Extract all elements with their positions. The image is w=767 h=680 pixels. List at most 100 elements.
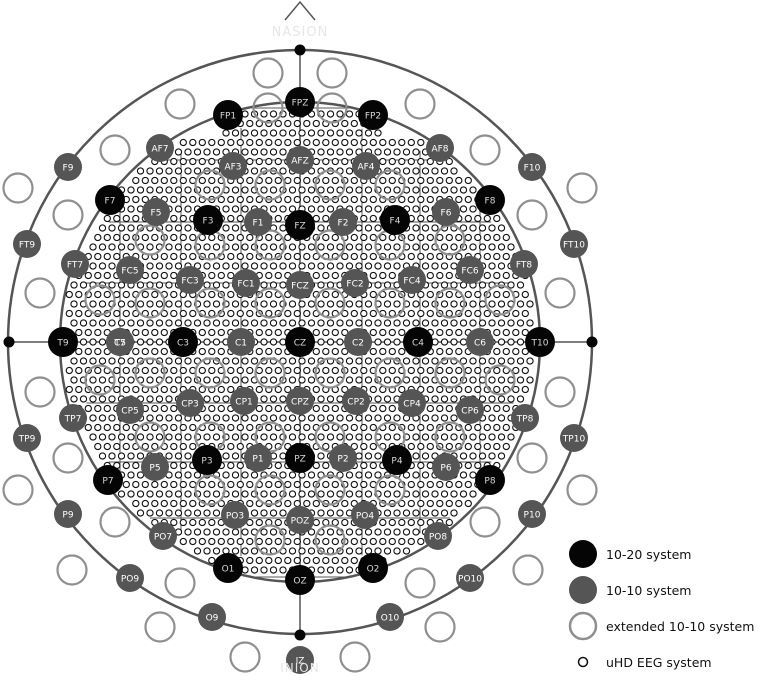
uhd-electrode	[341, 556, 349, 565]
extended-electrode	[424, 611, 456, 643]
uhd-electrode	[165, 243, 173, 251]
uhd-electrode	[412, 243, 420, 251]
uhd-electrode	[426, 385, 434, 394]
uhd-electrode	[398, 499, 406, 508]
uhd-electrode	[483, 442, 491, 451]
uhd-electrode	[122, 442, 130, 451]
uhd-electrode	[198, 347, 206, 356]
standard-electrode-set	[13, 87, 588, 674]
uhd-electrode	[184, 224, 192, 232]
uhd-electrode	[212, 186, 221, 194]
uhd-electrode	[426, 214, 434, 223]
uhd-electrode	[141, 290, 149, 299]
uhd-electrode	[108, 281, 116, 289]
uhd-electrode	[227, 214, 235, 223]
uhd-electrode	[231, 471, 240, 479]
uhd-electrode	[360, 195, 368, 204]
uhd-electrode	[293, 423, 301, 432]
uhd-electrode	[260, 509, 268, 517]
uhd-electrode	[421, 414, 430, 422]
uhd-electrode	[317, 395, 325, 403]
uhd-electrode	[160, 499, 168, 508]
uhd-electrode	[217, 537, 225, 546]
uhd-electrode	[474, 461, 482, 470]
electrode-label-po7: PO7	[154, 533, 172, 543]
uhd-electrode	[260, 414, 268, 422]
electrode-label-f4: F4	[390, 217, 401, 227]
extended-electrode	[2, 172, 34, 204]
electrode-tp8	[511, 404, 539, 432]
electrode-poz	[286, 506, 314, 534]
uhd-electrode	[450, 414, 458, 422]
uhd-electrode	[488, 395, 496, 403]
uhd-electrode	[184, 148, 192, 156]
electrode-label-o9: O9	[206, 614, 219, 624]
uhd-electrode	[360, 423, 368, 432]
uhd-electrode	[260, 395, 268, 403]
electrode-p4	[382, 445, 412, 475]
electrode-p8	[475, 465, 505, 495]
uhd-electrode	[155, 509, 164, 517]
uhd-electrode	[284, 309, 292, 318]
uhd-electrode	[326, 262, 335, 270]
uhd-electrode	[350, 537, 358, 546]
uhd-electrode	[146, 338, 154, 346]
uhd-electrode	[79, 357, 88, 365]
uhd-electrode	[184, 528, 192, 536]
uhd-electrode	[84, 271, 92, 280]
electrode-label-tp7: TP7	[64, 415, 82, 425]
uhd-electrode	[94, 442, 102, 451]
uhd-electrode	[203, 547, 211, 555]
electrode-oz	[285, 565, 315, 595]
uhd-electrode	[440, 167, 449, 175]
uhd-electrode	[431, 167, 439, 175]
uhd-electrode	[364, 262, 373, 270]
uhd-electrode	[293, 176, 301, 185]
uhd-electrode	[374, 262, 382, 270]
uhd-electrode	[369, 347, 377, 356]
uhd-electrode	[298, 433, 306, 441]
uhd-electrode	[450, 395, 458, 403]
uhd-electrode	[326, 414, 335, 422]
uhd-electrode	[521, 309, 529, 318]
uhd-electrode	[160, 176, 168, 185]
uhd-electrode	[203, 300, 211, 308]
uhd-electrode	[208, 233, 216, 242]
uhd-electrode	[431, 509, 439, 517]
uhd-electrode	[307, 205, 316, 213]
uhd-electrode	[246, 309, 254, 318]
uhd-electrode	[526, 319, 534, 327]
uhd-electrode	[398, 537, 406, 546]
uhd-electrode	[374, 281, 382, 289]
uhd-electrode	[493, 404, 501, 413]
uhd-electrode	[127, 186, 135, 194]
extended-electrode	[144, 611, 176, 643]
electrode-f1	[244, 208, 272, 236]
uhd-electrode	[274, 214, 282, 223]
uhd-electrode	[260, 262, 268, 270]
uhd-electrode	[293, 138, 301, 147]
uhd-electrode	[179, 214, 187, 223]
electrode-label-cp3: CP3	[181, 400, 198, 410]
electrode-o10	[376, 603, 404, 631]
extended-electrode	[516, 199, 548, 231]
uhd-electrode	[445, 518, 453, 527]
uhd-electrode	[459, 205, 468, 213]
uhd-electrode	[516, 319, 525, 327]
uhd-electrode	[146, 300, 154, 308]
uhd-electrode	[474, 423, 482, 432]
uhd-electrode	[417, 442, 425, 451]
uhd-electrode	[298, 300, 306, 308]
uhd-electrode	[402, 528, 411, 536]
uhd-electrode	[284, 480, 292, 489]
uhd-electrode	[246, 366, 254, 375]
uhd-electrode	[507, 338, 515, 346]
uhd-electrode	[179, 499, 187, 508]
uhd-electrode	[174, 148, 183, 156]
uhd-electrode	[360, 138, 368, 147]
uhd-electrode	[269, 205, 278, 213]
extended-electrode	[2, 474, 34, 506]
uhd-electrode	[127, 490, 135, 498]
uhd-electrode	[355, 205, 363, 213]
uhd-electrode	[398, 347, 406, 356]
